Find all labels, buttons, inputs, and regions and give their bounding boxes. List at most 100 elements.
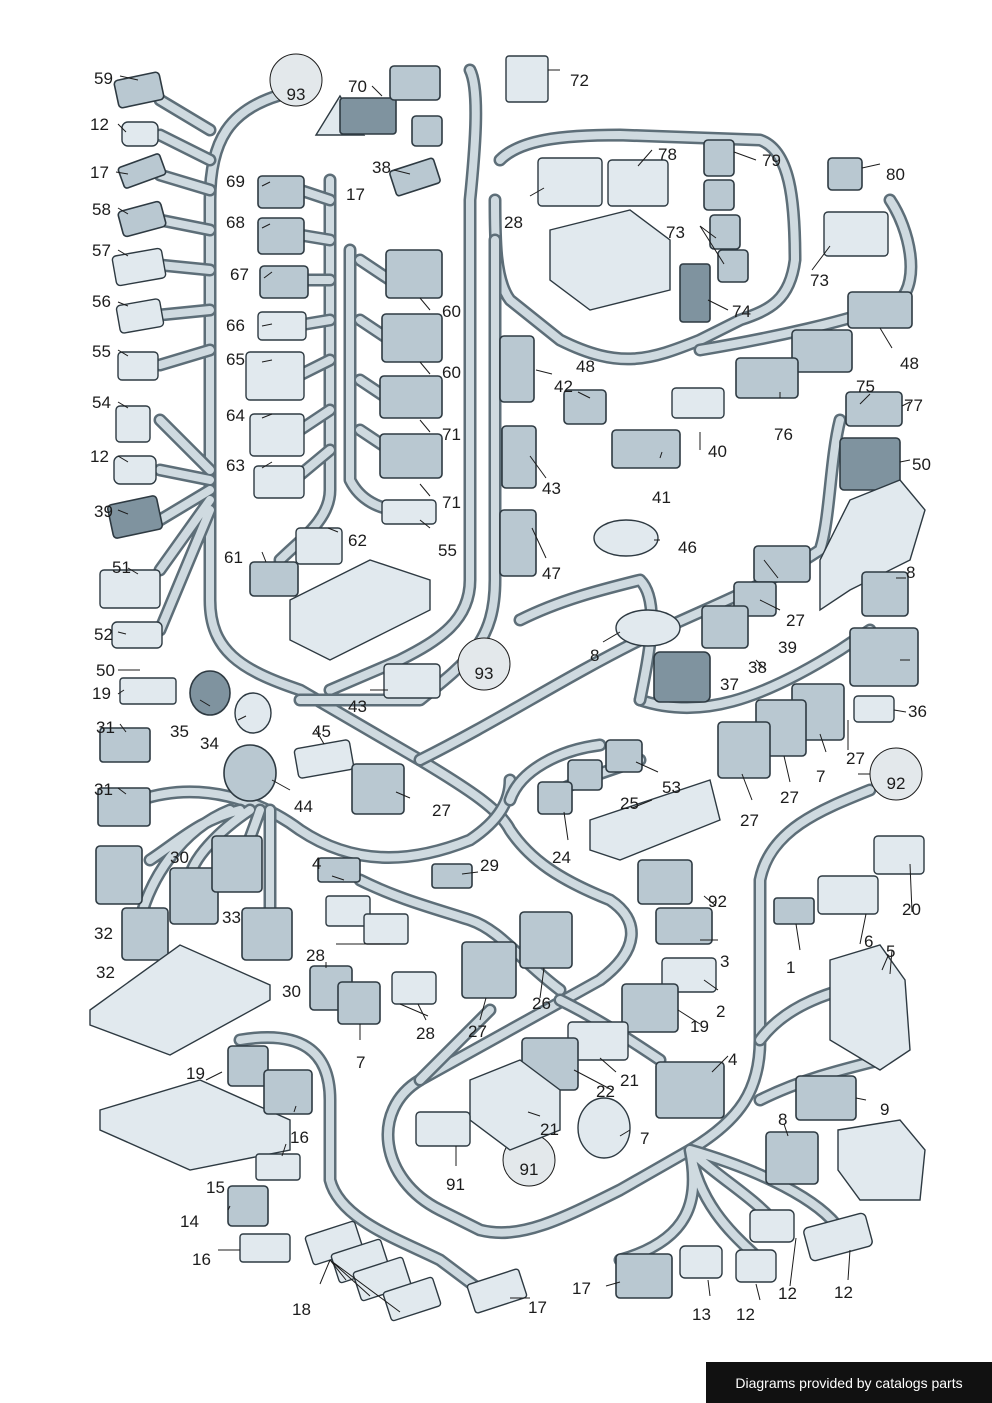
callout-31-a: 31 <box>96 718 115 737</box>
reference-circle-91: 91 <box>520 1160 539 1179</box>
callout-37: 38 <box>748 658 767 677</box>
credit-text: Diagrams provided by catalogs parts <box>735 1374 963 1391</box>
callout-27-e: 27 <box>780 788 799 807</box>
callout-43-a: 43 <box>348 697 367 716</box>
callout-22: 21 <box>620 1071 639 1090</box>
callout-40: 77 <box>904 396 923 415</box>
callout-52: 52 <box>94 625 113 644</box>
callout-47: 43 <box>542 479 561 498</box>
callout-32-b: 32 <box>96 963 115 982</box>
callout-70: 70 <box>348 77 367 96</box>
callout-27-c: 8 <box>906 563 915 582</box>
callout-10: 9 <box>880 1100 889 1119</box>
callout-24: 25 <box>620 794 639 813</box>
callout-30-a: 30 <box>170 848 189 867</box>
callout-67: 67 <box>230 265 249 284</box>
callout-61: 61 <box>224 548 243 567</box>
callout-65: 65 <box>226 350 245 369</box>
callout-16-b: 14 <box>180 1212 199 1231</box>
callout-32-a: 32 <box>94 924 113 943</box>
callout-4-a: 4 <box>312 854 321 873</box>
callout-5: 6 <box>864 932 873 951</box>
callout-73-b: 73 <box>666 223 685 242</box>
callout-58: 58 <box>92 200 111 219</box>
callout-15: 16 <box>290 1128 309 1147</box>
callout-34: 34 <box>200 734 219 753</box>
callout-66: 66 <box>226 316 245 335</box>
callout-75: 48 <box>900 354 919 373</box>
callout-44: 44 <box>294 797 313 816</box>
reference-circle-92: 92 <box>887 774 906 793</box>
callout-12-b: 12 <box>90 447 109 466</box>
callout-64: 64 <box>226 406 245 425</box>
callout-27-b: 27 <box>468 1022 487 1041</box>
callout-45: 45 <box>312 722 331 741</box>
callout-60-b: 60 <box>442 363 461 382</box>
callout-7-c: 4 <box>728 1050 737 1069</box>
callout-80: 79 <box>762 151 781 170</box>
callout-16-a: 19 <box>186 1064 205 1083</box>
callout-69: 69 <box>226 172 245 191</box>
callout-71-b: 71 <box>442 493 461 512</box>
callout-63: 63 <box>226 456 245 475</box>
callout-12-d: 12 <box>736 1305 755 1324</box>
callout-78: 28 <box>504 213 523 232</box>
callout-14: 15 <box>206 1178 225 1197</box>
callout-1: 5 <box>886 942 895 961</box>
callout-28-b: 28 <box>416 1024 435 1043</box>
callout-42: 41 <box>652 488 671 507</box>
callout-17-d: 17 <box>528 1298 547 1317</box>
callout-31-b: 31 <box>94 780 113 799</box>
callout-8-a: 46 <box>678 538 697 557</box>
callout-26: 26 <box>532 994 551 1013</box>
callout-60-a: 60 <box>442 302 461 321</box>
callout-20: 21 <box>540 1120 559 1139</box>
callout-57: 57 <box>92 241 111 260</box>
callout-53: 27 <box>846 749 865 768</box>
callout-11: 12 <box>834 1283 853 1302</box>
callout-46: 47 <box>542 564 561 583</box>
callout-17-c: 18 <box>292 1300 311 1319</box>
callout-38-b: 39 <box>778 638 797 657</box>
callout-79: 78 <box>658 145 677 164</box>
callout-62: 62 <box>348 531 367 550</box>
callout-27-a: 27 <box>432 801 451 820</box>
callout-54: 54 <box>92 393 111 412</box>
callout-55-b: 55 <box>438 541 457 560</box>
callout-29: 29 <box>480 856 499 875</box>
callout-51: 51 <box>112 558 131 577</box>
callout-7-a: 7 <box>356 1053 365 1072</box>
callout-17-b: 17 <box>346 185 365 204</box>
callout-50-b: 40 <box>708 442 727 461</box>
callout-19-b: 2 <box>716 1002 725 1021</box>
part-callouts: 59 12 17 58 57 56 55 54 12 39 51 52 50 1… <box>90 69 931 1324</box>
reference-circle-93-mid: 93 <box>475 664 494 683</box>
callout-9: 8 <box>778 1110 787 1129</box>
callout-25: 53 <box>662 778 681 797</box>
callout-48-a: 74 <box>732 302 751 321</box>
callout-18: 16 <box>192 1250 211 1269</box>
callout-71-a: 71 <box>442 425 461 444</box>
callout-43-b: 48 <box>576 357 595 376</box>
callout-8-c: 7 <box>640 1129 649 1148</box>
callout-55-a: 55 <box>92 342 111 361</box>
callout-33: 33 <box>222 908 241 927</box>
callout-7-b: 36 <box>908 702 927 721</box>
callout-17-a: 17 <box>90 163 109 182</box>
callout-36: 37 <box>720 675 739 694</box>
callout-28-a: 28 <box>306 946 325 965</box>
callout-39-b: 27 <box>786 611 805 630</box>
callout-39-a: 39 <box>94 502 113 521</box>
callout-8-b: 8 <box>590 646 599 665</box>
callout-21-a: 19 <box>690 1017 709 1036</box>
callout-13: 17 <box>572 1279 591 1298</box>
callout-72: 72 <box>570 71 589 90</box>
callout-76: 75 <box>856 377 875 396</box>
callout-12-e: 12 <box>778 1284 797 1303</box>
callout-38-a: 38 <box>372 158 391 177</box>
callout-30-b: 30 <box>282 982 301 1001</box>
callout-12-c: 13 <box>692 1305 711 1324</box>
callout-27-f: 27 <box>740 811 759 830</box>
callout-77: 76 <box>774 425 793 444</box>
